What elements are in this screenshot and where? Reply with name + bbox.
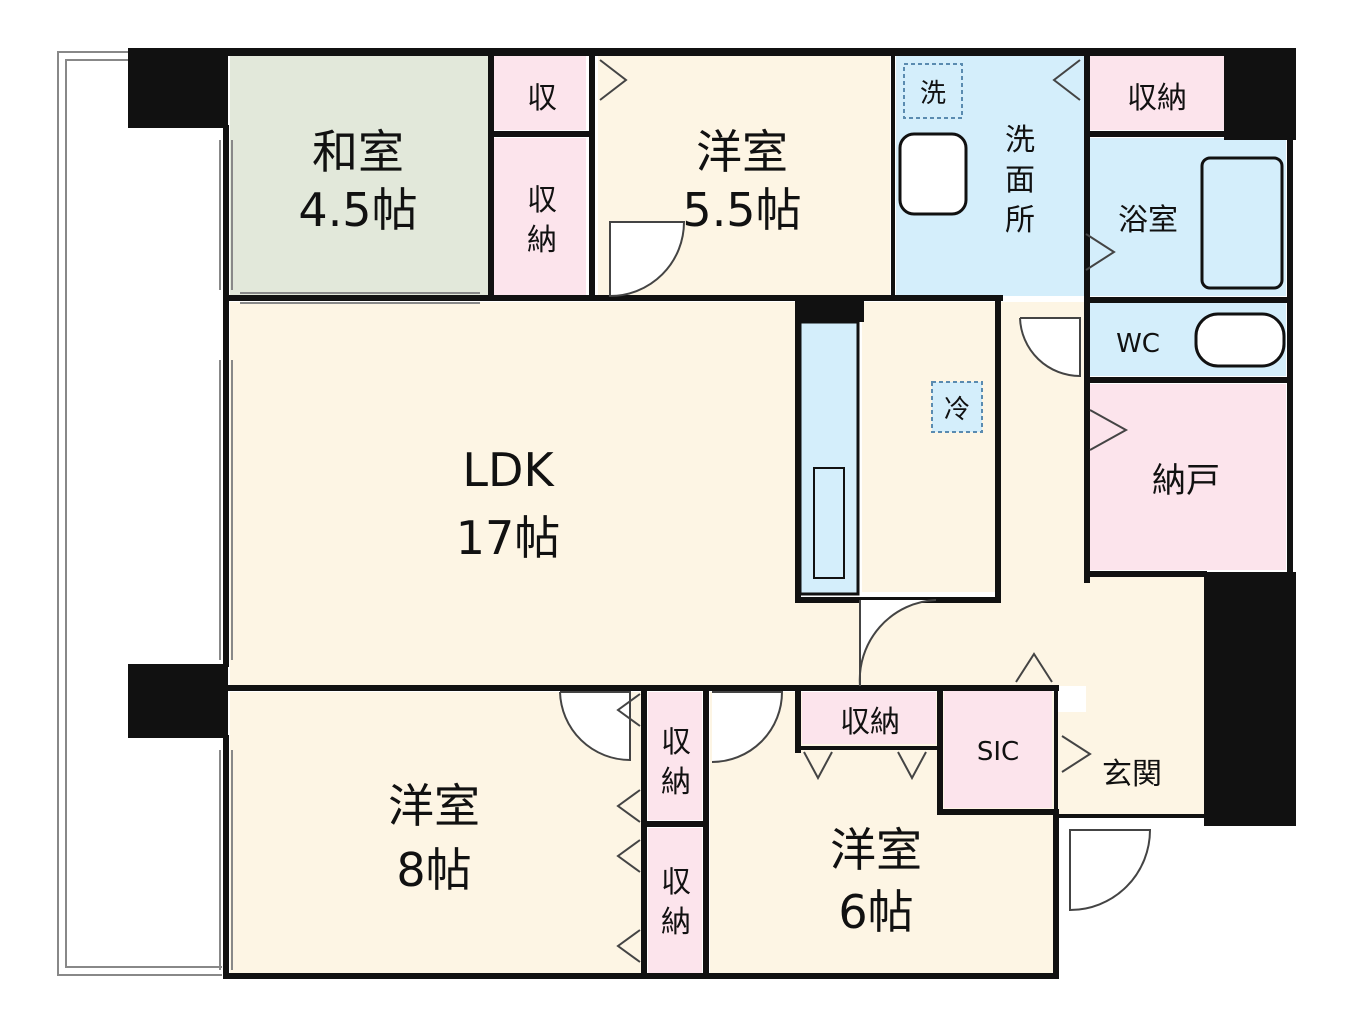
washer-label: 洗 [920,79,946,109]
sic-label: SIC [977,737,1019,767]
kitchen-column [800,300,864,322]
senmenjo-label-2: 面 [1005,163,1035,198]
storage-8-upper-label-1: 収 [661,725,691,760]
pillar-top-left [128,48,228,128]
washitsu-size: 4.5帖 [298,183,417,237]
yoshitsu-top-name: 洋室 [696,125,788,179]
balcony [57,51,222,976]
storage-8-upper-label-2: 納 [661,765,691,800]
yoshitsu-6-size: 6帖 [838,885,913,939]
storage-shuno-vertical-label-1: 収 [527,183,557,218]
windows [219,140,480,970]
storage-shuno-vertical-label-2: 納 [527,223,557,258]
toilet [1194,312,1286,368]
yokushitsu-label: 浴室 [1118,203,1178,238]
room-washitsu [230,56,488,296]
room-sic [944,690,1052,808]
storage-shuno-mid-label: 収納 [840,705,900,740]
senmenjo-label-3: 所 [1005,203,1035,238]
ldk-size: 17帖 [456,511,561,565]
hallway-lower [1086,572,1204,712]
room-nando [1090,384,1286,570]
storage-8-lower-label-1: 収 [661,865,691,900]
ldk-name: LDK [462,443,555,497]
fridge-label: 冷 [944,395,970,425]
washitsu-name: 和室 [312,125,404,179]
yoshitsu-top-size: 5.5帖 [682,183,801,237]
storage-shuno-mid [802,692,936,744]
genkan-label: 玄関 [1102,757,1162,792]
bathtub [1200,156,1284,290]
room-genkan [1058,712,1204,816]
storage-shu-small [494,56,586,130]
kitchen-sink [813,467,845,579]
storage-shuno-topright [1090,56,1224,130]
storage-shuno-8-lower [648,828,702,974]
yoshitsu-6-name: 洋室 [830,823,922,877]
doors [559,59,1152,963]
pillar-mid-left [128,664,228,738]
yoshitsu-8-size: 8帖 [396,843,471,897]
storage-shu-small-label: 収 [527,81,557,116]
yoshitsu-8-name: 洋室 [388,779,480,833]
washer-box [903,63,963,119]
pillar-right [1204,572,1296,826]
storage-shuno-topright-label: 収納 [1127,81,1187,116]
kitchen-counter-area [862,302,996,592]
basin [898,132,968,216]
senmenjo-label-1: 洗 [1005,123,1035,158]
room-yoshitsu-8 [230,692,642,974]
pillar-top-right [1224,48,1296,140]
storage-8-lower-label-2: 納 [661,905,691,940]
wc-label: WC [1116,329,1160,359]
fridge-box [931,381,983,433]
room-ldk [230,302,796,686]
storage-shuno-8-upper [648,692,702,820]
nando-label: 納戸 [1152,461,1220,501]
storage-shuno-vertical [494,138,586,296]
